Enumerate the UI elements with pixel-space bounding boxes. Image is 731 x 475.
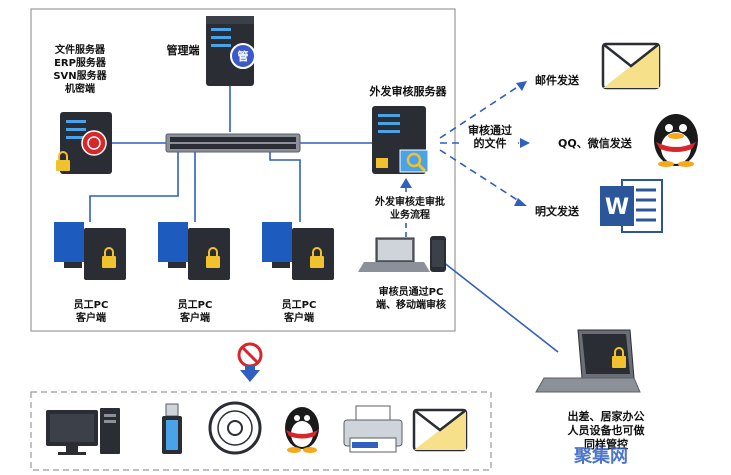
arrow-to-email: [439, 83, 523, 139]
output-plain-label: 明文发送: [535, 205, 579, 218]
approved-file-label: 审核通过 的文件: [462, 124, 518, 150]
output-email-label: 邮件发送: [535, 74, 579, 87]
employee-pc-3-icon: [262, 222, 334, 280]
word-doc-icon: W: [600, 179, 663, 233]
file-server-icon: [56, 112, 112, 174]
reviewer-label: 审核员通过PC 端、移动端审核: [376, 287, 446, 311]
pc-label-2: 员工PC 客户端: [177, 300, 213, 324]
monitor-icon: [46, 408, 120, 455]
reviewer-phone-icon: [430, 236, 446, 272]
remote-laptop-icon: [535, 329, 641, 393]
reviewer-laptop-icon: [358, 237, 430, 272]
outbound-server-label: 外发审核服务器: [369, 85, 447, 98]
watermark: 聚集网: [574, 446, 628, 467]
remote-label: 出差、居家办公 人员设备也可做 同样管控: [567, 410, 645, 451]
network-switch-icon: [165, 133, 301, 153]
intranet-boundary: [30, 8, 456, 332]
link-switch-pc3: [269, 152, 301, 222]
arrowhead-qq: [520, 138, 530, 148]
arrowhead-email: [516, 81, 527, 91]
qq-icon: [654, 114, 698, 167]
link-remote: [437, 257, 559, 353]
output-qq-label: QQ、微信发送: [558, 137, 632, 150]
forbidden-icon: [237, 342, 263, 382]
admin-server-badge: 管: [238, 49, 249, 63]
employee-pc-1-icon: [54, 222, 126, 280]
file-server-label: 文件服务器 ERP服务器 SVN服务器 机密端: [53, 45, 107, 95]
admin-label: 管理端: [166, 44, 200, 57]
pc-label-3: 员工PC 客户端: [281, 300, 317, 324]
link-switch-pc1: [89, 152, 179, 222]
admin-server-icon: 管: [206, 16, 256, 86]
usb-drive-icon: [162, 403, 182, 454]
svg-text:W: W: [605, 195, 629, 220]
approval-flow-label: 外发审核走审批 业务流程: [370, 196, 450, 222]
arrow-to-plain: [439, 149, 523, 204]
approval-arrowhead: [400, 178, 412, 188]
disc-icon: [208, 401, 262, 455]
email-icon: [601, 42, 661, 90]
employee-pc-2-icon: [158, 222, 230, 280]
blocked-devices-box: [30, 391, 492, 471]
mail-small-icon: [412, 408, 468, 452]
qq-penguin-small-icon: [285, 407, 319, 453]
outbound-server-icon: [372, 106, 429, 174]
printer-icon: [343, 405, 403, 453]
pc-label-1: 员工PC 客户端: [73, 300, 109, 324]
arrowhead-plain: [514, 198, 527, 206]
